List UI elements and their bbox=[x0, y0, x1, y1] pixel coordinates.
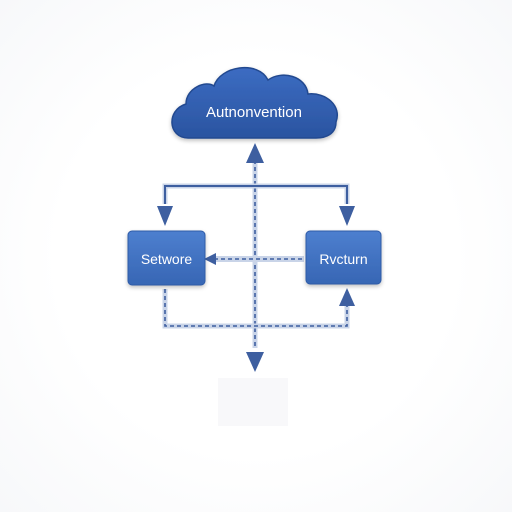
left-node-label: Setwore bbox=[141, 251, 193, 267]
arrow-left-to-left-node bbox=[204, 253, 216, 265]
cloud-node: Autnonvention bbox=[171, 66, 339, 139]
middle-link-connector bbox=[204, 253, 304, 265]
faint-smudge bbox=[218, 378, 288, 426]
top-bracket-connector bbox=[157, 183, 355, 226]
right-node: Rvcturn bbox=[305, 230, 382, 285]
left-node: Setwore bbox=[127, 230, 206, 286]
cloud-shape bbox=[171, 66, 339, 139]
bottom-bracket-connector bbox=[162, 288, 355, 329]
arrow-down-bottom bbox=[246, 352, 264, 372]
cloud-label: Autnonvention bbox=[206, 104, 302, 121]
arrow-up-to-right-node bbox=[339, 288, 355, 306]
arrow-up-to-cloud bbox=[246, 143, 264, 163]
arrow-down-to-right-node bbox=[339, 206, 355, 226]
arrow-down-to-left-node bbox=[157, 206, 173, 226]
center-spine-connector bbox=[246, 143, 264, 372]
right-node-label: Rvcturn bbox=[319, 251, 367, 267]
right-node-box bbox=[305, 230, 382, 285]
left-node-box bbox=[127, 230, 206, 286]
